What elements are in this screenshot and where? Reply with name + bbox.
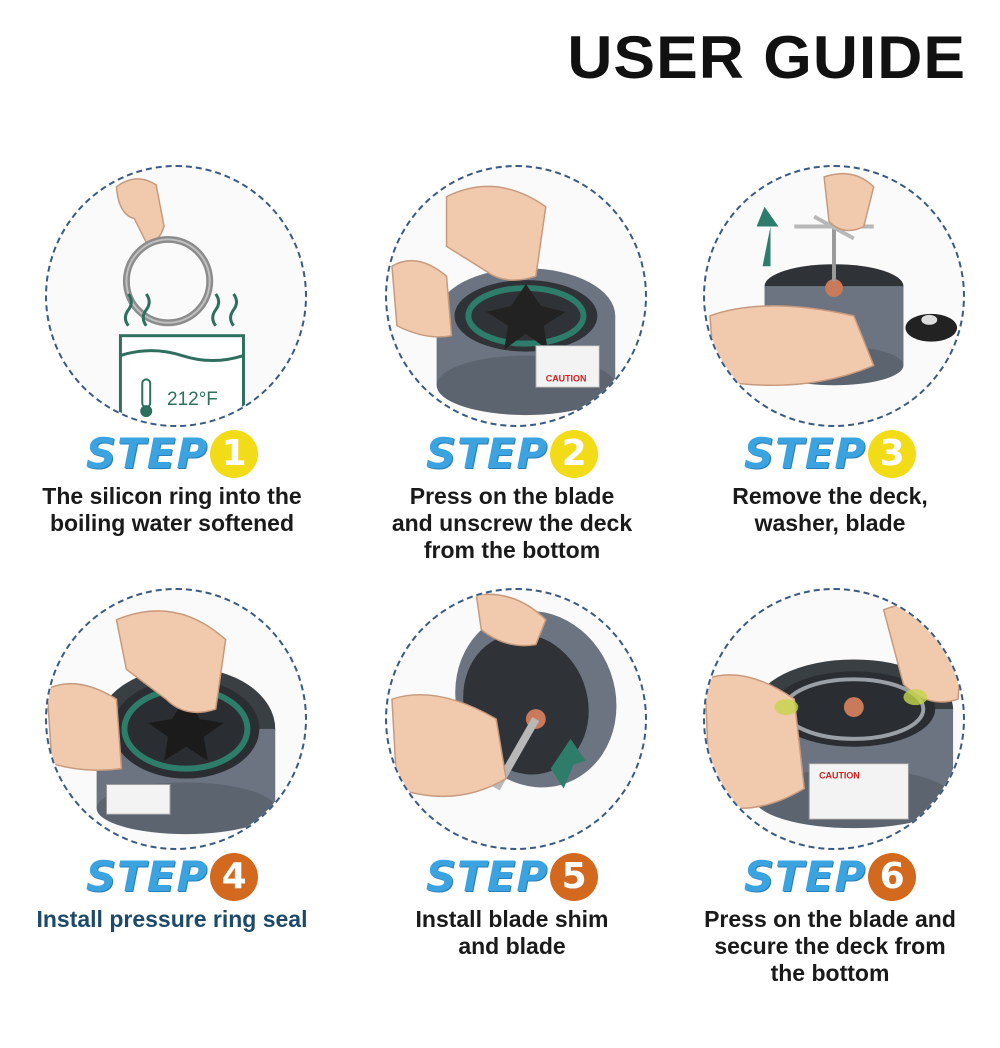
step-6-badge: 6: [868, 852, 917, 901]
step-4-illustration: [45, 588, 307, 850]
step-2-line-2: and unscrew the deck: [391, 510, 633, 536]
temperature-label: 212°F: [167, 389, 218, 410]
svg-text:CAUTION: CAUTION: [819, 771, 860, 781]
step-2-description: Press on the blade and unscrew the deck …: [337, 483, 687, 564]
step-2-badge: 2: [550, 429, 599, 478]
step-3-label: STEP: [743, 429, 867, 478]
step-6-line-3: the bottom: [770, 960, 890, 986]
step-3-illustration: [703, 165, 965, 427]
step-6-label: STEP: [743, 852, 867, 901]
svg-text:CAUTION: CAUTION: [546, 373, 587, 383]
step-6-line-1: Press on the blade and: [704, 906, 956, 932]
step-1-label: STEP: [85, 429, 209, 478]
step-5-illustration: [385, 588, 647, 850]
step-3-line-1: Remove the deck,: [732, 483, 928, 509]
step-1-line-1: The silicon ring into the: [42, 483, 302, 509]
step-6-illustration: CAUTION: [703, 588, 965, 850]
step-2-line-1: Press on the blade: [409, 483, 615, 509]
step-4-label: STEP: [85, 852, 209, 901]
step-3-badge: 3: [868, 429, 917, 478]
step-3-description: Remove the deck, washer, blade: [655, 483, 1000, 537]
step-5-label: STEP: [425, 852, 549, 901]
step-4-description: Install pressure ring seal: [0, 906, 347, 933]
step-5-badge: 5: [550, 852, 599, 901]
step-6-description: Press on the blade and secure the deck f…: [655, 906, 1000, 987]
step-2-line-3: from the bottom: [423, 537, 601, 563]
step-4-line-1: Install pressure ring seal: [36, 906, 308, 932]
step-1-description: The silicon ring into the boiling water …: [0, 483, 347, 537]
page-title: USER GUIDE: [566, 24, 966, 91]
step-5-description: Install blade shim and blade: [337, 906, 687, 960]
step-4-badge: 4: [210, 852, 259, 901]
step-1-line-2: boiling water softened: [49, 510, 295, 536]
step-3-line-2: washer, blade: [754, 510, 906, 536]
step-2-label: STEP: [425, 429, 549, 478]
step-2-illustration: CAUTION: [385, 165, 647, 427]
step-1-badge: 1: [210, 429, 259, 478]
step-1-illustration: 212°F: [45, 165, 307, 427]
step-6-line-2: secure the deck from: [714, 933, 946, 959]
step-5-line-2: and blade: [458, 933, 566, 959]
step-5-line-1: Install blade shim: [415, 906, 609, 932]
